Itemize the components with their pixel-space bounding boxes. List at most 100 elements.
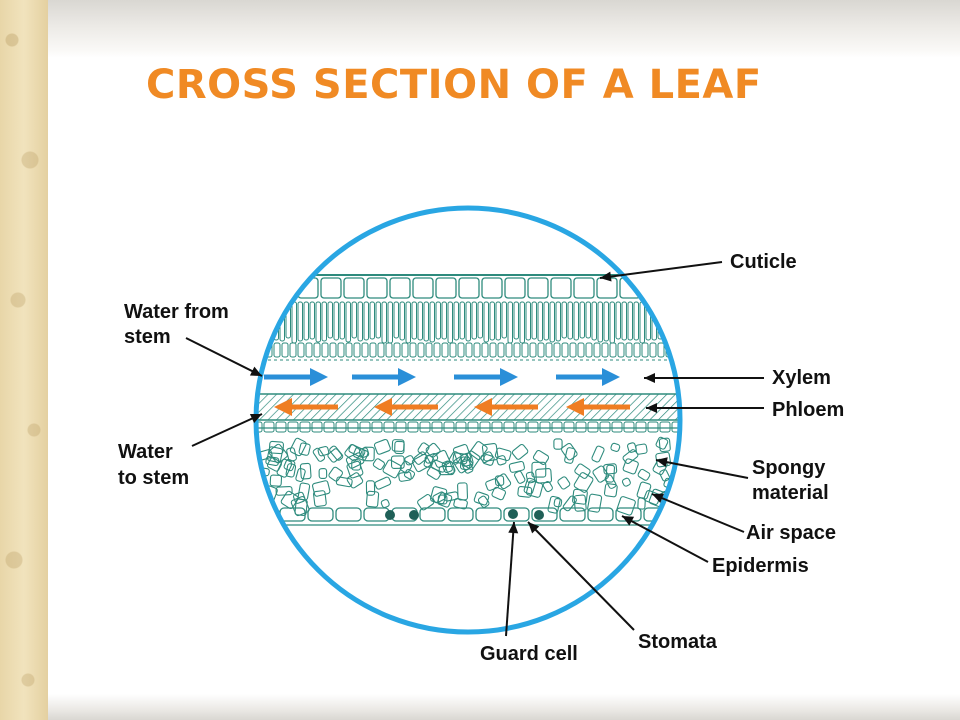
palisade-cell [309,301,315,340]
palisade-cell [261,301,267,339]
spongy-cell [461,450,481,470]
leader-stomata [527,521,635,631]
palisade-cell [387,301,393,344]
spongy-cell [671,421,680,433]
spongy-cell [658,437,671,453]
spongy-cell [523,477,537,495]
spongy-cell [444,460,456,475]
leaf-tissue [250,274,680,526]
spongy-cell [647,421,659,433]
parchment-border [0,0,48,720]
spongy-cell [383,421,395,433]
lower-epidermal-cell [256,507,278,522]
leader-water-to-stem [191,413,263,447]
spongy-cell [372,458,385,471]
palisade-cell [291,301,297,344]
mesophyll-cell [417,342,425,358]
palisade-cell [477,301,483,339]
label-cuticle: Cuticle [730,251,797,273]
palisade-cell [555,301,561,342]
palisade-cell [663,301,669,340]
mesophyll-cell [513,342,521,358]
spongy-cell [431,421,443,433]
mesophyll-cell [321,342,329,358]
palisade-cell [639,301,645,344]
epidermal-cell [412,277,434,299]
mesophyll-cell [585,342,593,358]
palisade-cell [465,301,471,342]
epidermal-cell [642,277,664,299]
mesophyll-cell [449,342,457,358]
palisade-cell [327,301,333,339]
palisade-cell [489,301,495,341]
epidermal-cell [435,277,457,299]
spongy-cell [275,421,287,433]
arrow-head [566,398,584,416]
palisade-cell [591,301,597,341]
palisade-cell [250,302,255,340]
mesophyll-cell [497,342,505,358]
bottom-shadow-band [48,694,960,720]
palisade-cell [561,301,567,339]
label-spongy-line2: material [752,482,829,504]
spongy-cell [551,421,563,433]
spongy-cell [542,481,553,493]
leader-arrowhead [508,522,519,534]
leader-line [191,413,263,447]
mesophyll-cell [609,342,617,358]
spongy-cell [453,453,474,474]
spongy-cell [404,455,415,466]
palisade-cell [399,301,405,341]
mesophyll-cell [577,342,585,358]
mesophyll-cell [289,342,297,358]
water-from-stem-arrow [352,368,416,386]
spongy-cell [443,421,455,433]
spongy-cell [592,465,610,483]
mesophyll-cell [409,342,417,358]
palisade-cell [549,301,555,343]
palisade-cell [609,301,615,344]
palisade-cell [297,301,303,342]
palisade-cell [435,301,441,340]
spongy-cell [496,455,507,466]
spongy-cell [426,466,442,480]
spongy-cell [527,421,539,433]
spongy-cell [455,421,467,433]
mesophyll-cell [649,342,657,358]
spongy-cell [286,447,297,462]
palisade-cell [507,301,513,344]
epidermal-cell [665,277,680,299]
spongy-cell [457,482,469,501]
water-to-stem-arrow [274,398,338,416]
spongy-cell [622,458,639,475]
label-epidermis: Epidermis [712,555,809,577]
label-xylem: Xylem [772,367,831,389]
spongy-cell [477,495,490,508]
spongy-cell [535,468,553,484]
spongy-cell [395,421,407,433]
spongy-cell [611,421,623,433]
spongy-cell [432,449,451,468]
epidermal-cell [573,277,595,299]
palisade-cell [573,301,579,341]
leader-arrowhead [600,271,612,282]
palisade-cell [429,301,435,343]
spongy-cell [525,480,544,498]
palisade-cell [621,301,627,341]
spongy-cell [635,421,647,433]
palisade-cell [363,301,369,341]
mesophyll-cell [625,342,633,358]
spongy-cell [365,490,380,508]
arrow-head [374,398,392,416]
leader-line [621,515,709,563]
spongy-cell [511,443,529,460]
mesophyll-cell [465,342,473,358]
leader-arrowhead [652,493,665,503]
spongy-cell [621,477,631,487]
leader-epidermis [621,515,709,563]
leader-line [655,459,749,479]
leader-guard-cell [505,521,519,637]
palisade-cell [567,301,573,340]
spongy-cell [603,463,618,475]
spongy-cell [413,451,428,465]
